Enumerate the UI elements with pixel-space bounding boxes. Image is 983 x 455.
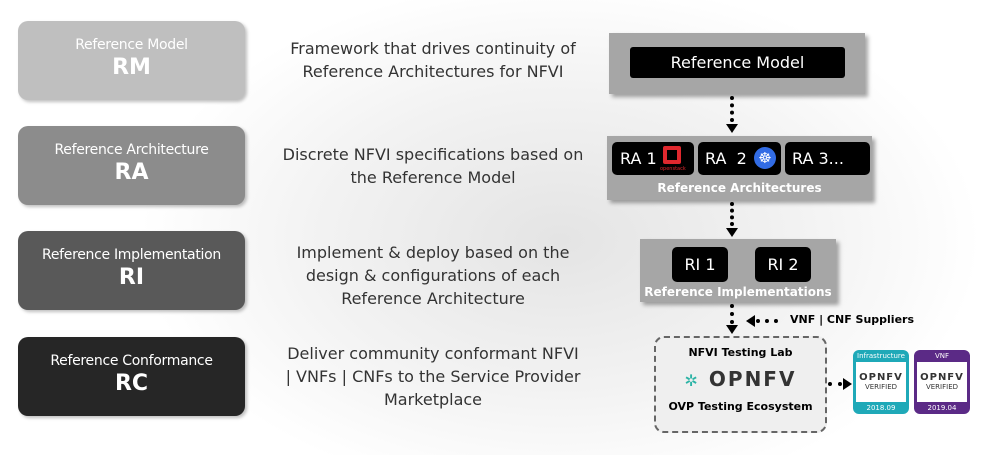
lab-caption: OVP Testing Ecosystem	[668, 400, 813, 413]
ri-caption: Reference Implementations	[644, 285, 832, 299]
arrow-head	[726, 124, 738, 133]
lab-title: NFVI Testing Lab	[688, 346, 793, 359]
openstack-label: openstack	[660, 166, 686, 172]
openstack-icon	[663, 146, 681, 164]
ri-item-1: RI 1	[672, 247, 728, 282]
badge-logo: OPNFV	[920, 372, 964, 383]
model-container: Reference Model	[609, 33, 865, 94]
badge-date: 2019.04	[927, 404, 957, 412]
arrow-head	[726, 325, 738, 334]
arrow-head	[726, 228, 738, 237]
arrow-ra-ri	[730, 202, 734, 226]
level-title: Reference Conformance	[50, 353, 213, 369]
level-title: Reference Model	[75, 37, 188, 53]
ra-description: Discrete NFVI specifications based on th…	[282, 145, 584, 187]
level-abbr: RA	[114, 160, 149, 185]
testing-lab: NFVI Testing Lab ✲ OPNFV OVP Testing Eco…	[654, 336, 827, 433]
badge-verified: VERIFIED	[864, 383, 898, 391]
model-label: Reference Model	[670, 53, 805, 72]
kubernetes-icon: ☸	[754, 147, 776, 169]
level-abbr: RI	[118, 265, 145, 290]
ra-item-label: RA 3...	[792, 149, 844, 168]
rc-description: Deliver community conformant NFVI | VNFs…	[285, 344, 581, 409]
ri-item-label: RI 1	[684, 255, 716, 274]
level-title: Reference Implementation	[42, 247, 221, 263]
ra-container: RA 1 openstack RA 2 ☸ RA 3... Reference …	[607, 136, 872, 200]
badge-header: Infrastructure	[857, 352, 905, 360]
suppliers-label: VNF | CNF Suppliers	[790, 313, 915, 326]
model-box: Reference Model	[630, 47, 845, 78]
level-abbr: RM	[112, 55, 151, 80]
ri-item-label: RI 2	[767, 255, 799, 274]
ra-item-label: RA 1	[620, 149, 657, 168]
ra-item-3: RA 3...	[785, 142, 870, 175]
badge-logo: OPNFV	[859, 372, 903, 383]
ra-item-2: RA 2 ☸	[698, 142, 781, 175]
ri-item-2: RI 2	[755, 247, 811, 282]
ra-item-1: RA 1 openstack	[612, 142, 694, 175]
arrow-ri-lab	[730, 304, 734, 324]
lab-to-badges-arrow	[828, 382, 842, 386]
opnfv-logo: ✲ OPNFV	[656, 367, 825, 391]
level-abbr: RC	[114, 371, 149, 396]
ra-item-label: RA 2	[705, 149, 747, 168]
level-title: Reference Architecture	[54, 142, 209, 158]
badge-date: 2018.09	[866, 404, 896, 412]
suppliers-arrow	[756, 319, 778, 323]
badge-verified: VERIFIED	[925, 383, 959, 391]
arrow-rm-ra	[730, 96, 734, 122]
rm-description: Framework that drives continuity of Refe…	[290, 39, 576, 81]
opnfv-mark-icon: ✲	[684, 371, 700, 390]
badge-header: VNF	[934, 352, 950, 360]
ra-caption: Reference Architectures	[657, 181, 822, 195]
opnfv-logo-text: OPNFV	[708, 367, 797, 391]
ri-description: Implement & deploy based on the design &…	[296, 243, 570, 308]
ri-container: RI 1 RI 2 Reference Implementations	[640, 239, 836, 302]
arrow-head	[746, 315, 755, 327]
arrow-head	[843, 378, 852, 390]
